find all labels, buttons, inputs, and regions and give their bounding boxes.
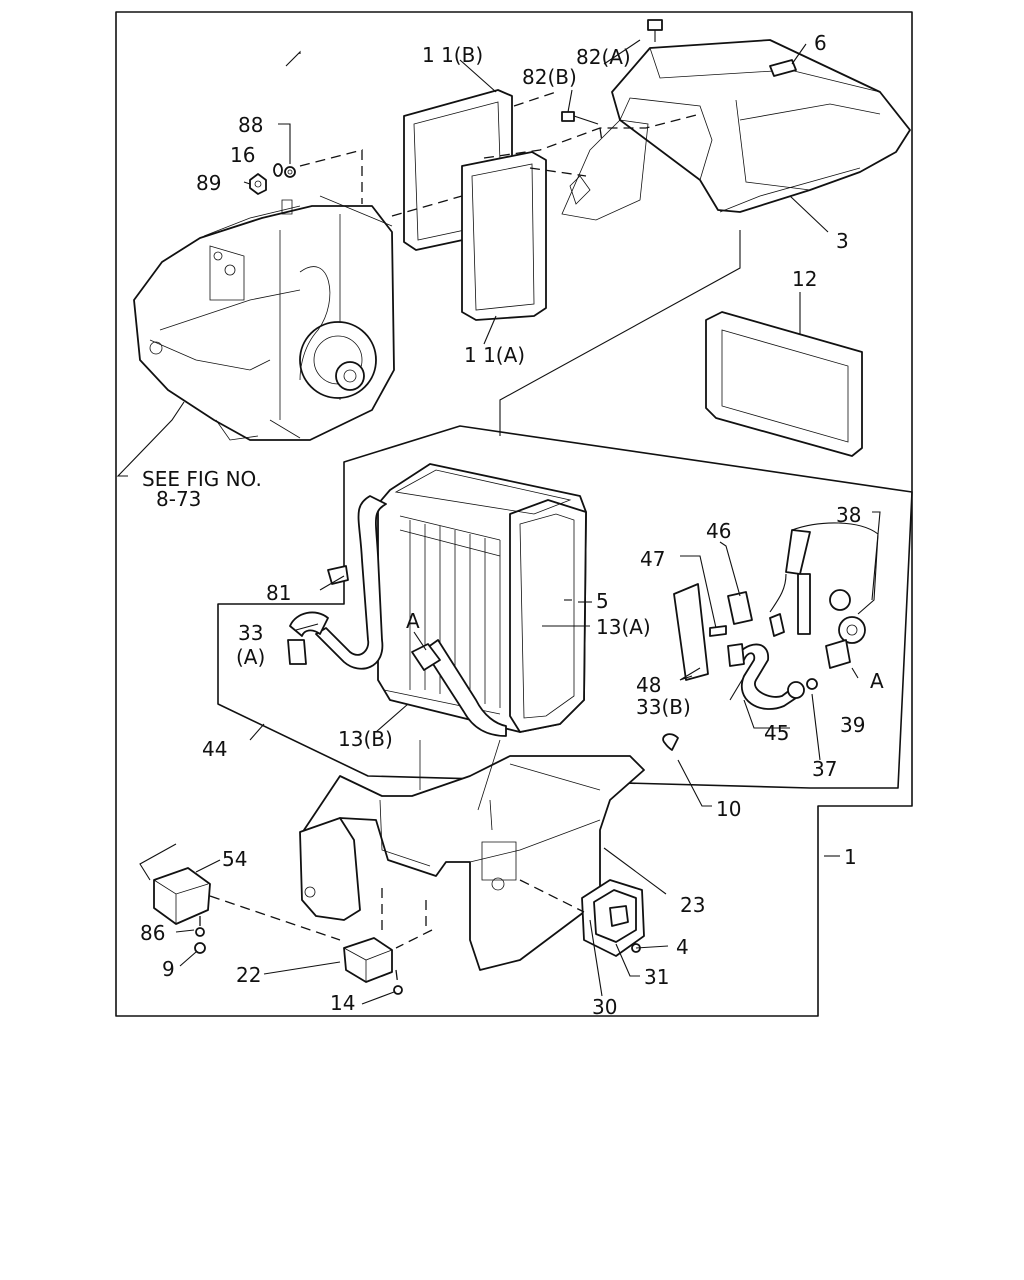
- clip-81: [327, 565, 349, 585]
- label-see-fig: SEE FIG NO.: [142, 467, 262, 491]
- label-39: 39: [840, 713, 865, 737]
- screw-14: [393, 985, 403, 995]
- nut-9: [194, 942, 206, 954]
- relay-22: [343, 937, 393, 983]
- label-88: 88: [238, 113, 263, 137]
- label-5: 5: [596, 589, 609, 613]
- fitting-33b: [787, 681, 805, 699]
- clip-10: [662, 733, 679, 751]
- washer-86: [195, 927, 205, 937]
- label-89: 89: [196, 171, 221, 195]
- screw-47: [709, 625, 727, 637]
- screw-82a: [647, 19, 663, 42]
- label-46: 46: [706, 519, 731, 543]
- label-82a: 82(A): [576, 45, 631, 69]
- label-fig-number: 8-73: [156, 487, 201, 511]
- label-11b: 1 1(B): [422, 43, 483, 67]
- label-12: 12: [792, 267, 817, 291]
- upper-case-part-3: [561, 39, 911, 221]
- pipe-45: [739, 643, 797, 710]
- screw-6: [769, 59, 797, 77]
- label-33: 33: [238, 621, 263, 645]
- label-54: 54: [222, 847, 247, 871]
- label-37: 37: [812, 757, 837, 781]
- label-1: 1: [844, 845, 857, 869]
- label-a-evaporator: A: [406, 609, 420, 633]
- label-81: 81: [266, 581, 291, 605]
- label-6: 6: [814, 31, 827, 55]
- washer-16: [273, 163, 283, 177]
- label-22: 22: [236, 963, 261, 987]
- evaporator-core: [377, 463, 587, 733]
- bracket-46: [727, 591, 753, 625]
- label-33-a: (A): [236, 645, 265, 669]
- label-10: 10: [716, 797, 741, 821]
- panel-30: [581, 879, 645, 957]
- pipe-outlet: [423, 639, 507, 737]
- label-33b: 33(B): [636, 695, 691, 719]
- nut-89: [249, 173, 267, 195]
- label-16: 16: [230, 143, 255, 167]
- label-86: 86: [140, 921, 165, 945]
- pipe-inlet: [315, 495, 387, 670]
- label-3: 3: [836, 229, 849, 253]
- filter-12: [705, 311, 863, 457]
- lower-case-part-23: [299, 739, 645, 971]
- label-4: 4: [676, 935, 689, 959]
- seal-11a: [461, 151, 547, 321]
- label-9: 9: [162, 957, 175, 981]
- o-ring-37: [806, 678, 818, 690]
- label-45: 45: [764, 721, 789, 745]
- expansion-valve-39: [825, 616, 866, 669]
- label-47: 47: [640, 547, 665, 571]
- label-13a: 13(A): [596, 615, 651, 639]
- label-82b: 82(B): [522, 65, 577, 89]
- screw-82b: [561, 111, 599, 125]
- relay-54: [139, 843, 211, 925]
- label-13b: 13(B): [338, 727, 393, 751]
- fitting-33a: [287, 611, 329, 665]
- label-14: 14: [330, 991, 355, 1015]
- label-38: 38: [836, 503, 861, 527]
- sensor-38: [769, 522, 879, 637]
- label-a-valve: A: [870, 669, 884, 693]
- label-31: 31: [644, 965, 669, 989]
- label-48: 48: [636, 673, 661, 697]
- blower-unit: [133, 195, 395, 441]
- label-23: 23: [680, 893, 705, 917]
- insulator-48: [673, 583, 709, 681]
- assembly-frame: [115, 11, 913, 1017]
- label-30: 30: [592, 995, 617, 1019]
- label-11a: 1 1(A): [464, 343, 525, 367]
- label-44: 44: [202, 737, 227, 761]
- washer-88: [284, 166, 296, 178]
